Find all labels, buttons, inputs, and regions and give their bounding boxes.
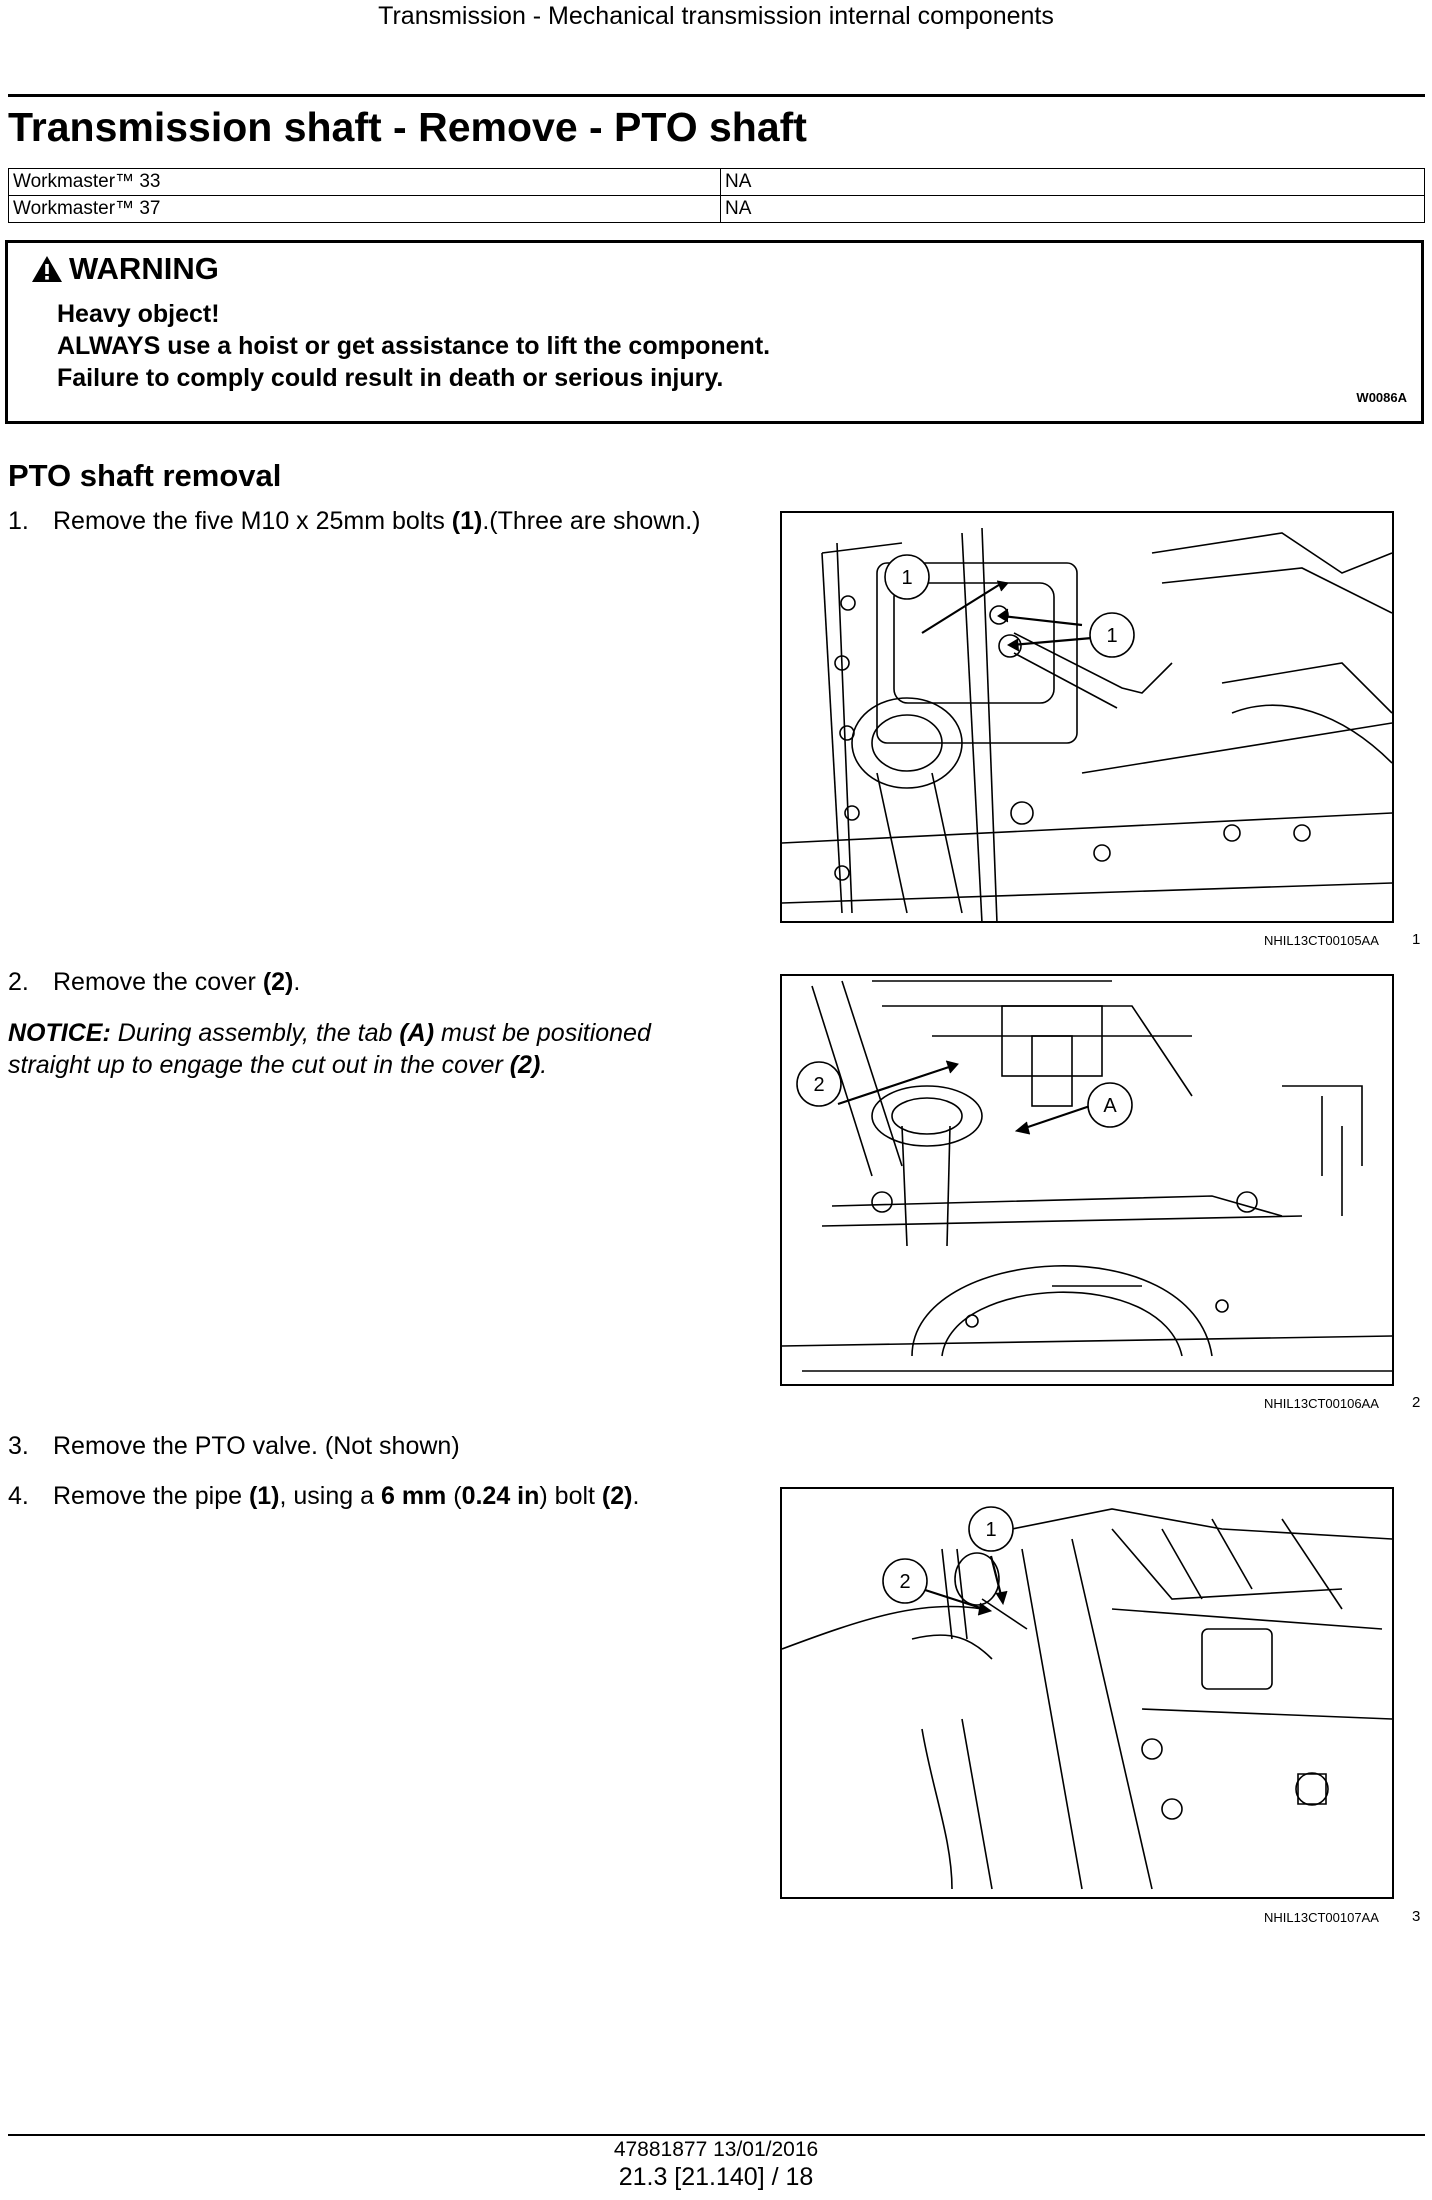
step-number: 4.: [8, 1482, 29, 1510]
step-number: 3.: [8, 1432, 29, 1460]
notice-text: NOTICE: During assembly, the tab (A) mus…: [8, 1019, 651, 1079]
warning-line: Heavy object!: [57, 300, 220, 328]
warning-text: Heavy object! ALWAYS use a hoist or get …: [57, 298, 770, 394]
model-table: Workmaster™ 33 NA Workmaster™ 37 NA: [8, 168, 1425, 223]
footer-page-ref: 21.3 [21.140] / 18: [618, 2163, 814, 2191]
step-1: 1. Remove the five M10 x 25mm bolts (1).…: [8, 505, 718, 537]
table-row: Workmaster™ 37 NA: [8, 195, 1425, 223]
warning-title: WARNING: [69, 251, 219, 286]
model-value-cell: NA: [720, 195, 1425, 223]
running-header: Transmission - Mechanical transmission i…: [378, 2, 1054, 30]
figure-2-number: 2: [1412, 1394, 1421, 1411]
figure-3-code: NHIL13CT00107AA: [1264, 1910, 1379, 1925]
step-2: 2. Remove the cover (2).: [8, 966, 718, 998]
page-title: Transmission shaft - Remove - PTO shaft: [8, 104, 807, 150]
figure-3-callout: 1: [985, 1519, 996, 1541]
footer-rule: [8, 2134, 1425, 2136]
figure-2-callout: 2: [813, 1074, 824, 1096]
warning-code: W0086A: [1356, 390, 1407, 405]
figure-2-code: NHIL13CT00106AA: [1264, 1396, 1379, 1411]
figure-2-callout: A: [1103, 1095, 1117, 1117]
model-name-cell: Workmaster™ 37: [8, 195, 721, 223]
step-text: Remove the PTO valve. (Not shown): [53, 1432, 460, 1460]
warning-triangle-icon: [32, 256, 62, 282]
figure-1-number: 1: [1412, 931, 1421, 948]
figure-1-illustration: 1 1: [780, 511, 1394, 923]
step-text: Remove the cover (2).: [53, 968, 301, 996]
model-value-cell: NA: [720, 168, 1425, 196]
warning-box: WARNING Heavy object! ALWAYS use a hoist…: [5, 240, 1424, 424]
figure-3-number: 3: [1412, 1908, 1421, 1925]
figure-1-callout: 1: [1106, 625, 1117, 647]
figure-1-code: NHIL13CT00105AA: [1264, 933, 1379, 948]
warning-line: ALWAYS use a hoist or get assistance to …: [57, 332, 771, 360]
step-text: Remove the pipe (1), using a 6 mm (0.24 …: [53, 1482, 640, 1510]
header-rule: [8, 94, 1425, 97]
figure-3-illustration: 1 2: [780, 1487, 1394, 1899]
notice-label: NOTICE:: [8, 1019, 111, 1047]
pto-pipe-illustration: 1 2: [782, 1506, 1392, 1890]
model-name-cell: Workmaster™ 33: [8, 168, 721, 196]
step-4: 4. Remove the pipe (1), using a 6 mm (0.…: [8, 1480, 718, 1512]
pto-bolts-illustration: 1 1: [782, 527, 1392, 921]
step-number: 1.: [8, 507, 29, 535]
figure-3-callout: 2: [899, 1571, 910, 1593]
figure-1-callout: 1: [901, 567, 912, 589]
step-3: 3. Remove the PTO valve. (Not shown): [8, 1430, 718, 1462]
figure-2-illustration: 2 A: [780, 974, 1394, 1386]
warning-line: Failure to comply could result in death …: [57, 364, 724, 392]
footer-doc-ref: 47881877 13/01/2016: [613, 2138, 819, 2161]
step-text: Remove the five M10 x 25mm bolts (1).(Th…: [53, 507, 701, 535]
table-row: Workmaster™ 33 NA: [8, 168, 1425, 196]
step-number: 2.: [8, 968, 29, 996]
section-title: PTO shaft removal: [8, 458, 282, 493]
warning-heading: WARNING: [31, 251, 219, 287]
pto-cover-illustration: 2 A: [782, 980, 1392, 1372]
